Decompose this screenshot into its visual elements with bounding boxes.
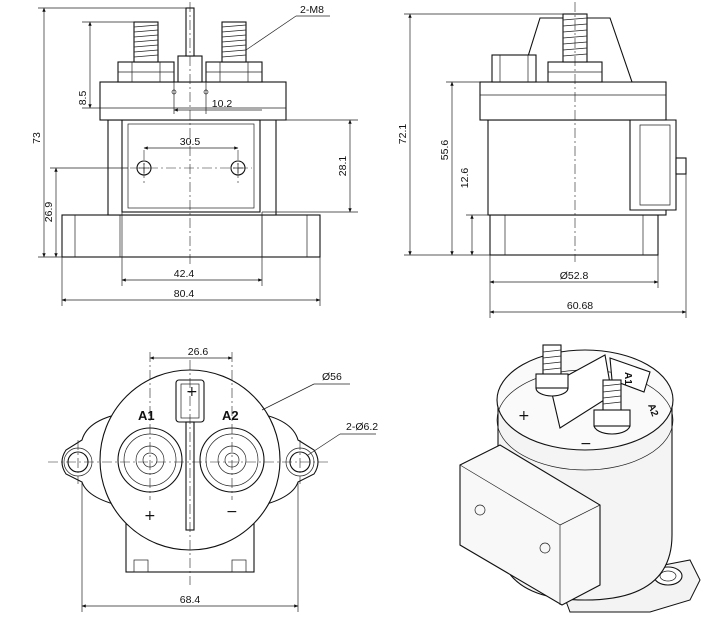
dim-80-4: 80.4	[174, 288, 195, 300]
dim-d52-8: Ø52.8	[560, 270, 589, 282]
dim-12-6: 12.6	[459, 168, 471, 189]
dim-d56: Ø56	[322, 371, 342, 383]
iso-plus-symbol: +	[518, 408, 530, 424]
dim-73: 73	[31, 132, 43, 144]
plus-symbol: +	[144, 508, 156, 524]
iso-view: + − A1 A2	[459, 344, 701, 613]
top-view: 26.6 Ø56 2-Ø6.2 68.4 A1 A2 + − +	[48, 346, 378, 612]
coil-plus-symbol: +	[186, 384, 198, 400]
dim-2-m8: 2-M8	[300, 4, 324, 16]
dim-30-5: 30.5	[180, 136, 201, 148]
dim-60-68: 60.68	[567, 300, 593, 312]
terminal-label-a2: A2	[222, 408, 239, 423]
iso-a1-label: A1	[622, 372, 633, 385]
dim-10-2: 10.2	[212, 98, 233, 110]
dim-55-6: 55.6	[439, 140, 451, 161]
dim-26-9: 26.9	[43, 202, 55, 223]
minus-symbol: −	[226, 504, 238, 520]
dim-28-1: 28.1	[337, 156, 349, 177]
dim-2-d6-2: 2-Ø6.2	[346, 421, 378, 433]
iso-minus-symbol: −	[580, 436, 592, 452]
terminal-label-a1: A1	[138, 408, 155, 423]
side-view: 72.1 55.6 12.6 Ø52.8 60.68	[397, 2, 687, 318]
dim-42-4: 42.4	[174, 268, 195, 280]
dim-72-1: 72.1	[397, 124, 409, 145]
iso-a2-label: A2	[645, 402, 660, 418]
dim-26-6: 26.6	[188, 346, 209, 358]
dim-68-4: 68.4	[180, 594, 201, 606]
dim-8-5: 8.5	[77, 91, 89, 106]
front-view: 73 8.5 26.9 10.2 30.5 28.1 42.4 80.4 2-M…	[31, 2, 358, 306]
